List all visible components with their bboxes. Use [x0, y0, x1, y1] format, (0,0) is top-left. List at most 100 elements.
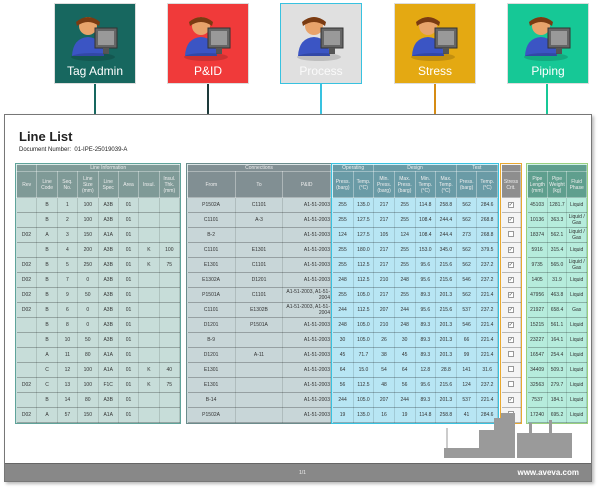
- cell-seq: 9: [57, 287, 79, 303]
- cell-len: 34409: [527, 362, 548, 378]
- cell-insul: K: [138, 377, 160, 393]
- column-header: Max. Press. (barg): [393, 171, 416, 198]
- role-label: Piping: [531, 64, 565, 78]
- cell-seq: 8: [57, 317, 79, 333]
- cell-to: C1101: [235, 257, 284, 273]
- cell-seq: 5: [57, 257, 79, 273]
- cell-t_p: 562: [456, 242, 478, 258]
- cell-d_maxt: 201.3: [435, 317, 457, 333]
- cell-t_t: 379.5: [476, 242, 498, 258]
- cell-d_mint: 95.6: [415, 302, 437, 318]
- cell-t_t: 237.2: [476, 272, 498, 288]
- cell-code: B: [36, 332, 58, 348]
- cell-op_p: 248: [332, 317, 354, 333]
- cell-insul: K: [138, 362, 160, 378]
- cell-t_p: 537: [456, 302, 478, 318]
- role-tag-admin[interactable]: Tag Admin: [54, 3, 136, 84]
- cell-pid: A1-51-2003, A1-51-2004: [282, 302, 331, 318]
- cell-d_mint: 95.6: [415, 257, 437, 273]
- table-row: ✓: [501, 332, 521, 348]
- stress-critical-checkbox[interactable]: ✓: [501, 317, 521, 333]
- cell-area: 01: [118, 362, 140, 378]
- cell-pid: A1-51-2003: [282, 242, 331, 258]
- cell-size: 200: [77, 242, 99, 258]
- cell-pid: A1-51-2003: [282, 392, 331, 408]
- stress-critical-checkbox[interactable]: ✓: [501, 287, 521, 303]
- cell-seq: 4: [57, 242, 79, 258]
- cell-seq: 7: [57, 272, 79, 288]
- stress-critical-checkbox[interactable]: ✓: [501, 332, 521, 348]
- website-link[interactable]: www.aveva.com: [517, 468, 579, 477]
- stress-critical-checkbox[interactable]: ✓: [501, 302, 521, 318]
- cell-op_p: 30: [332, 332, 354, 348]
- cell-d_mint: 89.3: [415, 392, 437, 408]
- cell-wt: 31.9: [547, 272, 568, 288]
- cell-op_t: 127.5: [353, 212, 375, 228]
- column-header: Press. (barg): [332, 171, 354, 198]
- cell-op_p: 248: [332, 272, 354, 288]
- cell-d_maxt: 215.6: [435, 302, 457, 318]
- cell-op_p: 56: [332, 377, 354, 393]
- cell-wt: 658.4: [547, 302, 568, 318]
- column-header: Stress Crit.: [501, 171, 521, 198]
- cell-area: 01: [118, 392, 140, 408]
- stress-critical-checkbox[interactable]: ✓: [501, 257, 521, 273]
- cell-op_p: 255: [332, 197, 354, 213]
- cell-op_t: 127.5: [353, 227, 375, 243]
- role-p-id[interactable]: P&ID: [167, 3, 249, 84]
- cell-d_maxp: 255: [394, 257, 416, 273]
- cell-from: E1302A: [187, 272, 236, 288]
- cell-code: C: [36, 362, 58, 378]
- cell-area: 01: [118, 407, 140, 423]
- cell-area: 01: [118, 242, 140, 258]
- cell-t_t: 31.6: [476, 362, 498, 378]
- cell-d_maxp: 255: [394, 197, 416, 213]
- cell-area: 01: [118, 317, 140, 333]
- cell-t_t: 221.4: [476, 287, 498, 303]
- stress-critical-checkbox[interactable]: ✓: [501, 392, 521, 408]
- stress-critical-checkbox[interactable]: [501, 227, 521, 243]
- cell-size: 100: [77, 197, 99, 213]
- stress-critical-checkbox[interactable]: ✓: [501, 242, 521, 258]
- cell-thk: [159, 332, 181, 348]
- cell-spec: A3B: [98, 272, 119, 288]
- cell-d_maxp: 255: [394, 242, 416, 258]
- role-piping[interactable]: Piping: [507, 3, 589, 84]
- stress-critical-checkbox[interactable]: ✓: [501, 197, 521, 213]
- stress-critical-checkbox[interactable]: [501, 377, 521, 393]
- cell-pid: A1-51-2003: [282, 317, 331, 333]
- stress-critical-checkbox[interactable]: ✓: [501, 212, 521, 228]
- stress-critical-checkbox[interactable]: [501, 362, 521, 378]
- table-row: ✓: [501, 302, 521, 318]
- cell-code: B: [36, 302, 58, 318]
- cell-seq: 2: [57, 212, 79, 228]
- table-row: [501, 347, 521, 363]
- cell-d_minp: 48: [373, 377, 395, 393]
- cell-wt: 695.2: [547, 407, 568, 423]
- cell-wt: 184.1: [547, 392, 568, 408]
- role-stress[interactable]: Stress: [394, 3, 476, 84]
- cell-op_p: 244: [332, 302, 354, 318]
- column-header: Seq. No.: [56, 171, 79, 198]
- stress-critical-checkbox[interactable]: ✓: [501, 272, 521, 288]
- connections-header: Connections: [187, 164, 331, 172]
- user-at-computer-icon: [71, 17, 118, 61]
- cell-spec: F1C: [98, 377, 119, 393]
- cell-d_minp: 217: [373, 242, 395, 258]
- cell-d_mint: 95.6: [415, 377, 437, 393]
- cell-to: [235, 407, 284, 423]
- cell-thk: [159, 287, 181, 303]
- stress-critical-checkbox[interactable]: [501, 347, 521, 363]
- cell-code: B: [36, 257, 58, 273]
- cell-t_p: 562: [456, 197, 478, 213]
- cell-t_t: 268.8: [476, 227, 498, 243]
- cell-len: 21927: [527, 302, 548, 318]
- cell-thk: [159, 272, 181, 288]
- role-process[interactable]: Process: [280, 3, 362, 84]
